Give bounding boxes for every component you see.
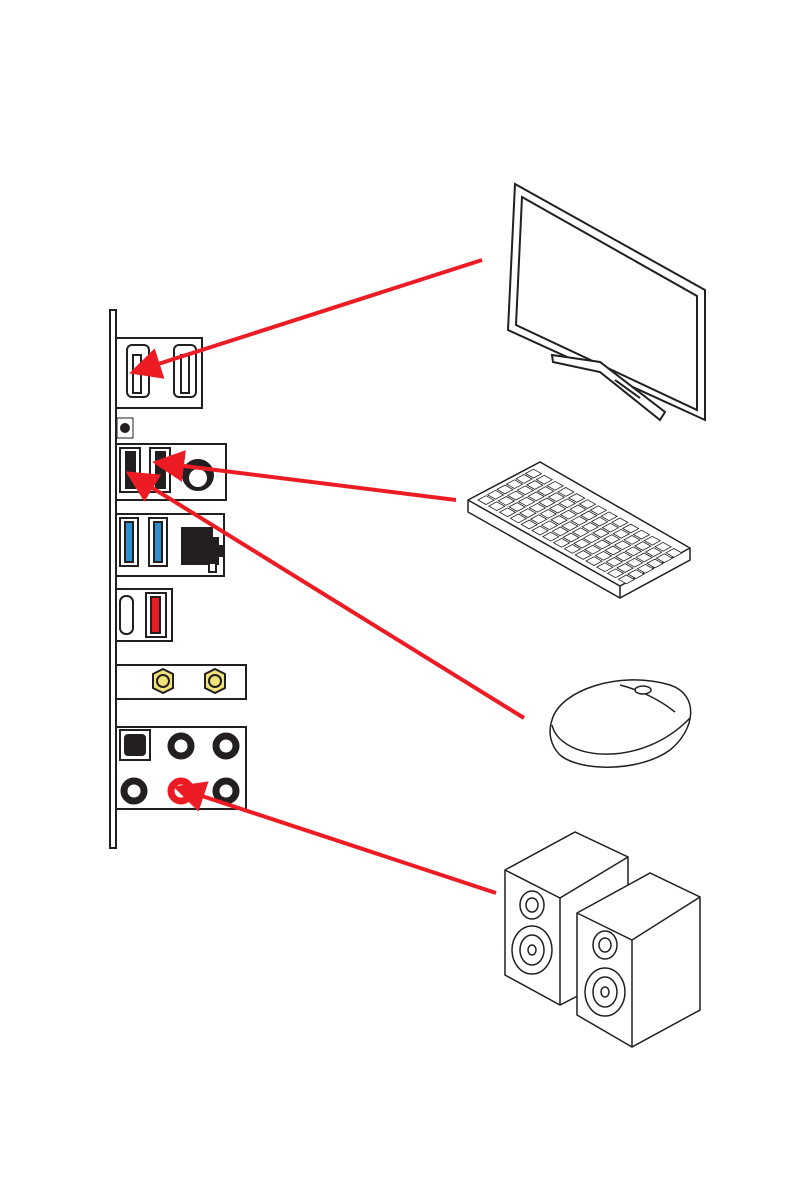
speakers-icon bbox=[505, 832, 700, 1047]
audio-line-out bbox=[171, 781, 191, 801]
mouse-icon bbox=[550, 680, 691, 767]
usb-c-port bbox=[120, 596, 133, 634]
arrow-speakers-to-line-out bbox=[196, 794, 496, 893]
arrow-monitor-to-hdmi bbox=[152, 260, 482, 366]
rear-io-panel-icon bbox=[110, 310, 246, 848]
audio-jack bbox=[124, 781, 144, 801]
audio-jack bbox=[216, 736, 236, 756]
audio-jack bbox=[216, 781, 236, 801]
audio-jack bbox=[171, 736, 191, 756]
monitor-icon bbox=[508, 184, 705, 420]
keyboard-icon bbox=[468, 462, 690, 598]
